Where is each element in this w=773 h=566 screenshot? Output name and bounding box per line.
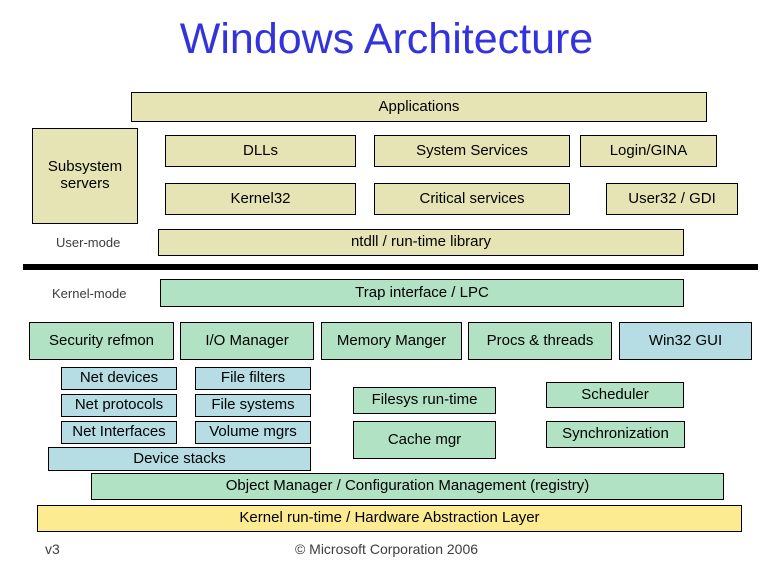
box-synchronization[interactable]: Synchronization — [546, 421, 685, 448]
box-volume-mgrs[interactable]: Volume mgrs — [195, 421, 311, 444]
box-trap-interface[interactable]: Trap interface / LPC — [160, 279, 684, 307]
box-login-gina[interactable]: Login/GINA — [580, 135, 717, 167]
label-kernel-mode: Kernel-mode — [52, 286, 127, 301]
box-net-protocols[interactable]: Net protocols — [61, 394, 177, 417]
box-scheduler[interactable]: Scheduler — [546, 382, 684, 408]
box-net-interfaces[interactable]: Net Interfaces — [61, 421, 177, 444]
box-memory-manager[interactable]: Memory Manger — [321, 322, 462, 360]
page-title: Windows Architecture — [179, 15, 594, 63]
box-file-systems[interactable]: File systems — [195, 394, 311, 417]
box-cache-mgr[interactable]: Cache mgr — [353, 421, 496, 459]
box-object-manager[interactable]: Object Manager / Configuration Managemen… — [91, 473, 724, 500]
box-filesys-runtime[interactable]: Filesys run-time — [353, 387, 496, 414]
label-user-mode: User-mode — [56, 235, 121, 250]
box-procs-threads[interactable]: Procs & threads — [468, 322, 612, 360]
box-io-manager[interactable]: I/O Manager — [180, 322, 314, 360]
box-critical-services[interactable]: Critical services — [374, 183, 570, 215]
box-win32-gui[interactable]: Win32 GUI — [619, 322, 752, 360]
box-file-filters[interactable]: File filters — [195, 367, 311, 390]
box-device-stacks[interactable]: Device stacks — [48, 447, 311, 471]
footer-copyright: © Microsoft Corporation 2006 — [294, 541, 479, 557]
box-kernel32[interactable]: Kernel32 — [165, 183, 356, 215]
box-security-refmon[interactable]: Security refmon — [29, 322, 174, 360]
box-ntdll[interactable]: ntdll / run-time library — [158, 229, 684, 256]
box-user32-gdi[interactable]: User32 / GDI — [606, 183, 738, 215]
box-system-services[interactable]: System Services — [374, 135, 570, 167]
box-applications[interactable]: Applications — [131, 92, 707, 122]
box-dlls[interactable]: DLLs — [165, 135, 356, 167]
box-net-devices[interactable]: Net devices — [61, 367, 177, 390]
box-subsystem-servers[interactable]: Subsystem servers — [32, 128, 138, 224]
footer-version: v3 — [45, 541, 60, 557]
user-kernel-divider — [23, 264, 758, 270]
box-hal[interactable]: Kernel run-time / Hardware Abstraction L… — [37, 505, 742, 532]
